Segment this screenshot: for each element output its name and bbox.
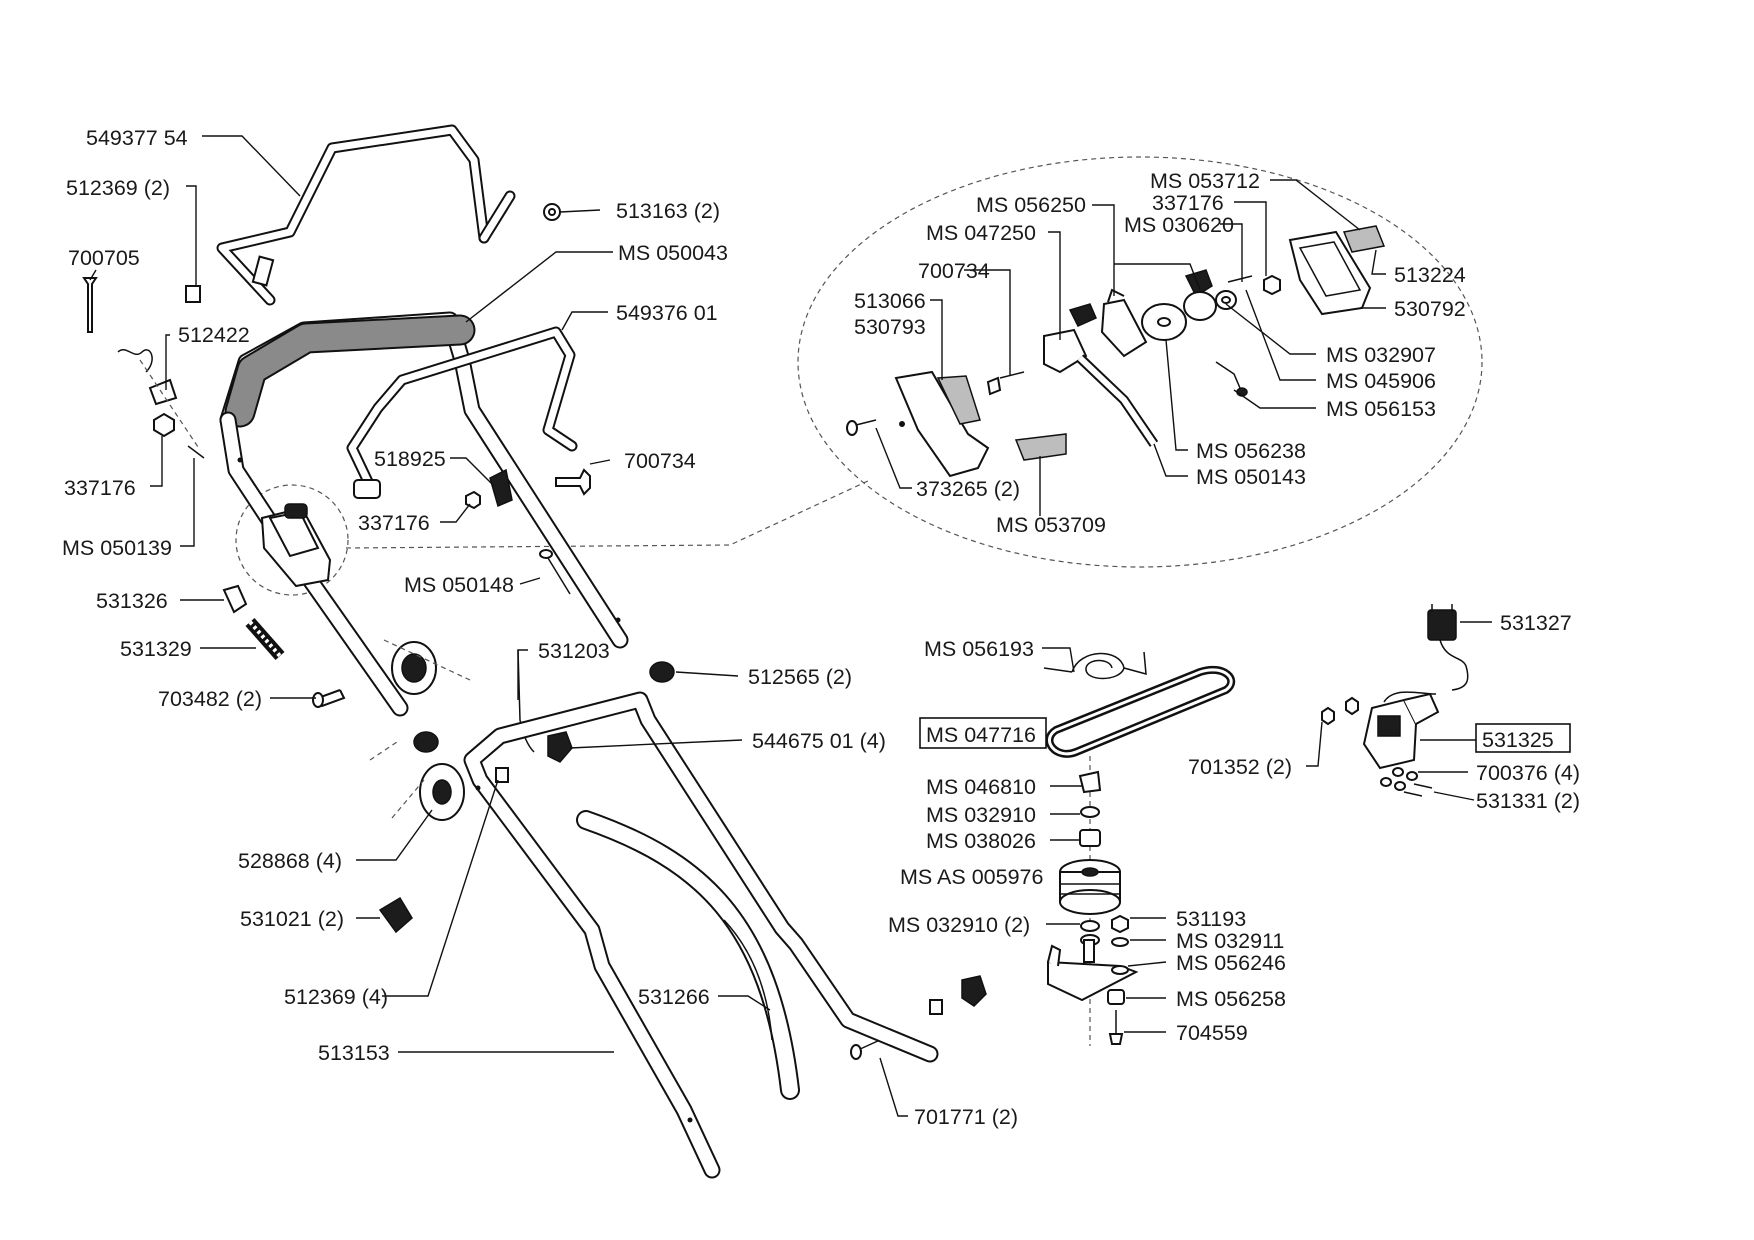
label-518925: 518925 — [374, 447, 446, 471]
label-512565-2: 512565 (2) — [748, 665, 852, 689]
label-ms-056153: MS 056153 — [1326, 397, 1436, 421]
label-ms-053709: MS 053709 — [996, 513, 1106, 537]
label-531021-2: 531021 (2) — [240, 907, 344, 931]
label-528868-4: 528868 (4) — [238, 849, 342, 873]
label-531331-2: 531331 (2) — [1476, 789, 1580, 813]
label-ms-038026: MS 038026 — [926, 829, 1036, 853]
label-ms-046810: MS 046810 — [926, 775, 1036, 799]
label-ms-050043: MS 050043 — [618, 241, 728, 265]
label-ms-056238: MS 056238 — [1196, 439, 1306, 463]
label-ms-056250: MS 056250 — [976, 193, 1086, 217]
label-513153: 513153 — [318, 1041, 390, 1065]
label-700705: 700705 — [68, 246, 140, 270]
control-box-assembly — [260, 503, 332, 588]
label-700376-4: 700376 (4) — [1476, 761, 1580, 785]
detail-parts — [846, 225, 1386, 478]
label-513066: 513066 — [854, 289, 926, 313]
label-ms-032907: MS 032907 — [1326, 343, 1436, 367]
label-512422: 512422 — [178, 323, 250, 347]
label-ms-050139: MS 050139 — [62, 536, 172, 560]
label-373265-2: 373265 (2) — [916, 477, 1020, 501]
part-labels: 549377 54 512369 (2) 700705 512422 33717… — [62, 126, 1580, 1129]
label-ms-032910: MS 032910 — [926, 803, 1036, 827]
upper-handle-bar — [216, 124, 516, 306]
detail-callout — [235, 156, 1483, 596]
label-704559: 704559 — [1176, 1021, 1248, 1045]
label-700734-mid: 700734 — [624, 449, 696, 473]
label-549376-01: 549376 01 — [616, 301, 718, 325]
label-531329: 531329 — [120, 637, 192, 661]
label-513224: 513224 — [1394, 263, 1466, 287]
label-531193: 531193 — [1176, 907, 1246, 931]
label-701771-2: 701771 (2) — [914, 1105, 1018, 1129]
label-ms-047250: MS 047250 — [926, 221, 1036, 245]
label-700734-detail: 700734 — [918, 259, 990, 283]
label-ms-056193: MS 056193 — [924, 637, 1034, 661]
label-ms-047716: MS 047716 — [926, 723, 1036, 747]
label-531325: 531325 — [1482, 728, 1554, 752]
label-701352-2: 701352 (2) — [1188, 755, 1292, 779]
electrical-assembly — [1321, 604, 1469, 797]
label-337176-left: 337176 — [64, 476, 136, 500]
label-337176-mid: 337176 — [358, 511, 430, 535]
label-549377-54: 549377 54 — [86, 126, 188, 150]
label-531327: 531327 — [1500, 611, 1572, 635]
label-530792: 530792 — [1394, 297, 1466, 321]
leader-lines — [89, 135, 1571, 1117]
label-512369-4: 512369 (4) — [284, 985, 388, 1009]
label-ms-as-005976: MS AS 005976 — [900, 865, 1043, 889]
curved-rod-531266 — [576, 810, 800, 1100]
label-ms-050143: MS 050143 — [1196, 465, 1306, 489]
label-ms-056258: MS 056258 — [1176, 987, 1286, 1011]
label-ms-032911: MS 032911 — [1176, 929, 1284, 953]
main-handle-with-grip — [219, 311, 629, 717]
label-ms-032910-2: MS 032910 (2) — [888, 913, 1030, 937]
label-531326: 531326 — [96, 589, 168, 613]
label-544675-01-4: 544675 01 (4) — [752, 729, 886, 753]
belt-drive-assembly — [1043, 651, 1236, 1046]
label-512369-2: 512369 (2) — [66, 176, 170, 200]
label-ms-056246: MS 056246 — [1176, 951, 1286, 975]
label-530793: 530793 — [854, 315, 926, 339]
label-513163-2: 513163 (2) — [616, 199, 720, 223]
lower-handle-bar — [463, 691, 939, 1179]
label-ms-030620: MS 030620 — [1124, 213, 1234, 237]
label-337176-detail: 337176 — [1152, 191, 1224, 215]
label-531266: 531266 — [638, 985, 710, 1009]
label-ms-053712: MS 053712 — [1150, 169, 1260, 193]
label-ms-050148: MS 050148 — [404, 573, 514, 597]
handle-bar-549376 — [346, 326, 578, 499]
label-ms-045906: MS 045906 — [1326, 369, 1436, 393]
label-703482-2: 703482 (2) — [158, 687, 262, 711]
label-531203: 531203 — [538, 639, 610, 663]
